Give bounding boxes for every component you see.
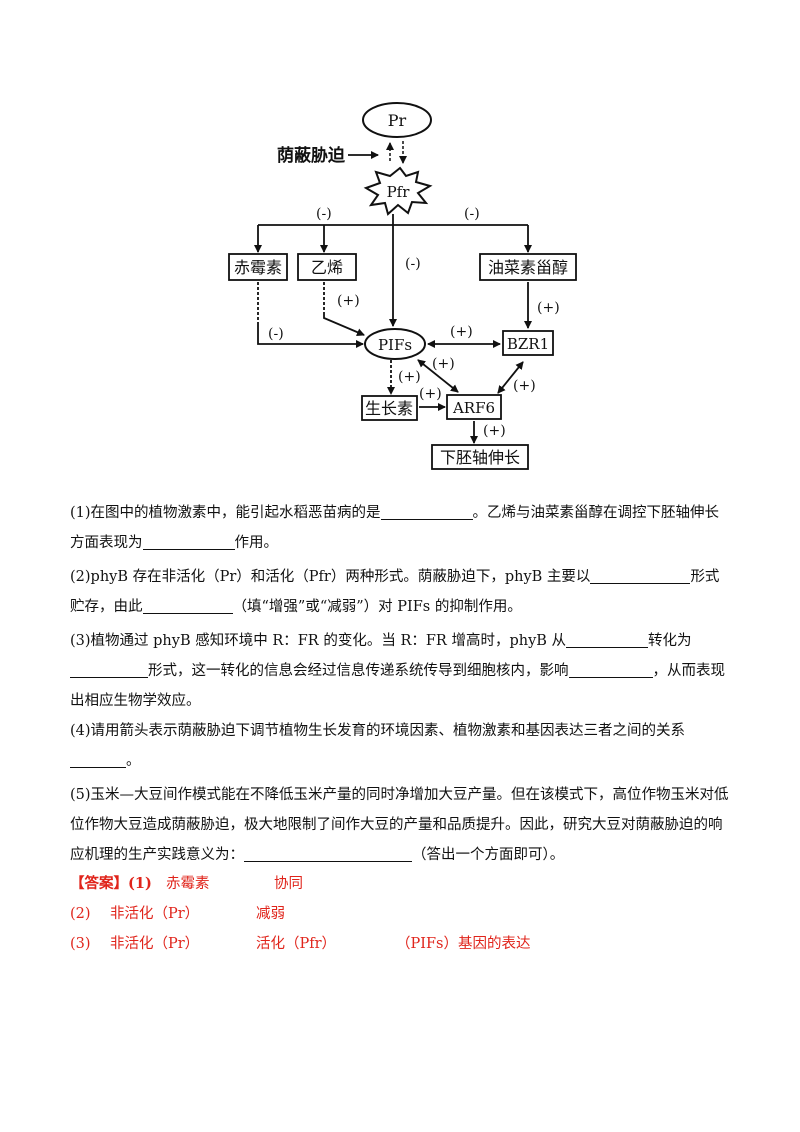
question-3: (3)植物通过 phyB 感知环境中 R：FR 的变化。当 R：FR 增高时，p… bbox=[70, 626, 730, 716]
plus-label-pifs-arf6: (+) bbox=[432, 356, 455, 372]
pifs-arf6-arrow bbox=[417, 359, 459, 393]
ethylene-box bbox=[297, 253, 357, 281]
question-5: (5)玉米—大豆间作模式能在不降低玉米产量的同时净增加大豆产量。但在该模式下，高… bbox=[70, 780, 730, 870]
phytochrome-signaling-diagram: Pr 荫蔽胁迫 Pfr (-) (-) (-) 赤霉素 乙烯 油菜素甾醇 (-)… bbox=[228, 102, 577, 470]
pifs-node bbox=[364, 328, 426, 360]
plus-label-pifs-auxin: (+) bbox=[398, 369, 421, 385]
q1-text-b: 。乙烯与油菜素甾醇在调控下胚轴伸长方面表现为 bbox=[70, 505, 720, 551]
shade-stress-label: 荫蔽胁迫 bbox=[277, 145, 346, 166]
plus-label-brassinosteroid: (+) bbox=[537, 300, 560, 316]
answer-1-1: 赤霉素 bbox=[166, 876, 210, 892]
minus-label-center: (-) bbox=[405, 256, 421, 272]
answer-3-num: (3) bbox=[70, 936, 91, 952]
ethylene-to-pifs-arrow bbox=[323, 312, 365, 336]
q1-text-c: 作用。 bbox=[234, 535, 279, 551]
arf6-label: ARF6 bbox=[452, 399, 495, 417]
question-2: (2)phyB 存在非活化（Pr）和活化（Pfr）两种形式。荫蔽胁迫下，phyB… bbox=[70, 562, 730, 622]
q5-text-a: (5)玉米—大豆间作模式能在不降低玉米产量的同时净增加大豆产量。但在该模式下，高… bbox=[70, 787, 729, 863]
minus-label-left: (-) bbox=[316, 206, 332, 222]
q1-blank-1[interactable] bbox=[380, 503, 473, 520]
auxin-box bbox=[361, 395, 418, 421]
arf6-box bbox=[446, 394, 502, 420]
answer-3-3: （PIFs）基因的表达 bbox=[396, 936, 531, 952]
hypocotyl-label: 下胚轴伸长 bbox=[440, 448, 520, 467]
plus-label-pifs-bzr1: (+) bbox=[450, 324, 473, 340]
q4-blank-1[interactable] bbox=[70, 751, 126, 768]
q3-text-a: (3)植物通过 phyB 感知环境中 R：FR 的变化。当 R：FR 增高时，p… bbox=[70, 633, 567, 649]
brassinosteroid-box bbox=[479, 253, 577, 281]
answer-line-3: (3) 非活化（Pr） 活化（Pfr） （PIFs）基因的表达 bbox=[70, 930, 730, 958]
answer-2-1: 非活化（Pr） bbox=[110, 906, 200, 922]
answer-line-2: (2) 非活化（Pr） 减弱 bbox=[70, 900, 730, 928]
bzr1-box bbox=[502, 330, 554, 356]
q1-blank-2[interactable] bbox=[142, 533, 235, 550]
answer-3-1: 非活化（Pr） bbox=[110, 936, 200, 952]
q2-text-a: (2)phyB 存在非活化（Pr）和活化（Pfr）两种形式。荫蔽胁迫下，phyB… bbox=[70, 569, 591, 585]
q3-text-c: 形式，这一转化的信息会经过信息传递系统传导到细胞核内，影响 bbox=[148, 663, 569, 679]
answer-line-1: 【答案】(1) 赤霉素 协同 bbox=[70, 870, 730, 898]
brassinosteroid-label: 油菜素甾醇 bbox=[488, 258, 568, 277]
bzr1-arf6-arrow bbox=[497, 361, 524, 394]
q3-text-b: 转化为 bbox=[648, 633, 692, 649]
auxin-label: 生长素 bbox=[365, 399, 413, 418]
question-4: (4)请用箭头表示荫蔽胁迫下调节植物生长发育的环境因素、植物激素和基因表达三者之… bbox=[70, 716, 730, 776]
q3-blank-3[interactable] bbox=[568, 661, 653, 678]
gibberellin-to-pifs-arrow bbox=[257, 322, 364, 348]
answer-3-2: 活化（Pfr） bbox=[256, 936, 337, 952]
gibberellin-box bbox=[228, 253, 288, 281]
bzr1-label: BZR1 bbox=[507, 335, 549, 353]
answer-label: 【答案】(1) bbox=[70, 875, 152, 892]
q4-text-b: 。 bbox=[126, 753, 141, 769]
pfr-node bbox=[363, 166, 433, 216]
answer-2-num: (2) bbox=[70, 906, 91, 922]
pr-node bbox=[362, 102, 432, 138]
minus-label-right: (-) bbox=[464, 206, 480, 222]
q4-text-a: (4)请用箭头表示荫蔽胁迫下调节植物生长发育的环境因素、植物激素和基因表达三者之… bbox=[70, 723, 686, 739]
hypocotyl-box bbox=[431, 444, 529, 470]
q2-text-b: 形式贮存，由此 bbox=[70, 569, 720, 615]
q3-text-d: ，从而表现出相应生物学效应。 bbox=[70, 663, 725, 709]
pr-label: Pr bbox=[388, 111, 407, 130]
answer-1-2: 协同 bbox=[274, 876, 303, 892]
pfr-label: Pfr bbox=[387, 183, 411, 201]
q1-text-a: (1)在图中的植物激素中，能引起水稻恶苗病的是 bbox=[70, 505, 381, 521]
q3-blank-2[interactable] bbox=[70, 661, 148, 678]
minus-label-gibberellin: (-) bbox=[268, 326, 284, 342]
plus-label-bzr1-arf6: (+) bbox=[513, 378, 536, 394]
answer-2-2: 减弱 bbox=[256, 906, 285, 922]
plus-label-arf6-hypocotyl: (+) bbox=[483, 423, 506, 439]
q3-blank-1[interactable] bbox=[566, 631, 649, 648]
q5-blank-1[interactable] bbox=[244, 845, 412, 862]
gibberellin-label: 赤霉素 bbox=[234, 258, 282, 277]
plus-label-auxin-arf6: (+) bbox=[419, 386, 442, 402]
q2-blank-2[interactable] bbox=[142, 597, 233, 614]
pifs-label: PIFs bbox=[378, 336, 412, 354]
q2-text-c: （填“增强”或“减弱”）对 PIFs 的抑制作用。 bbox=[232, 599, 522, 615]
q5-text-b: （答出一个方面即可）。 bbox=[412, 847, 565, 863]
q2-blank-1[interactable] bbox=[590, 567, 691, 584]
plus-label-ethylene: (+) bbox=[337, 293, 360, 309]
question-1: (1)在图中的植物激素中，能引起水稻恶苗病的是。乙烯与油菜素甾醇在调控下胚轴伸长… bbox=[70, 498, 730, 558]
ethylene-label: 乙烯 bbox=[311, 258, 343, 277]
